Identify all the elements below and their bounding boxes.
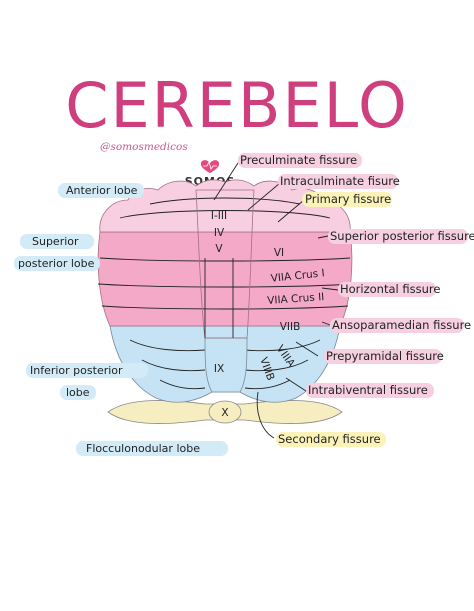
label-preculminate-fissure: Preculminate fissure bbox=[240, 153, 357, 167]
label-superior-posterior-fissure: Superior posterior fissure bbox=[330, 229, 474, 243]
region-x: X bbox=[221, 407, 228, 419]
author-handle: @somosmedicos bbox=[100, 141, 188, 153]
brand-logo bbox=[200, 160, 220, 173]
region-viia-crus1: VIIA Crus I bbox=[270, 267, 325, 285]
region-ix: IX bbox=[214, 363, 224, 375]
region-iv: IV bbox=[214, 227, 225, 239]
label-intraculminate-fissure: Intraculminate fisure bbox=[280, 174, 400, 188]
label-anterior-lobe: Anterior lobe bbox=[66, 184, 138, 197]
region-v: V bbox=[215, 243, 223, 255]
label-intrabiventral-fissure: Intrabiventral fissure bbox=[308, 383, 428, 397]
label-primary-fissure: Primary fissure bbox=[305, 192, 391, 206]
label-inferior-posterior-lobe-line2: lobe bbox=[66, 386, 90, 399]
label-secondary-fissure: Secondary fissure bbox=[278, 432, 381, 446]
label-superior-posterior-lobe-line1: Superior bbox=[32, 235, 79, 248]
label-superior-posterior-lobe-line2: posterior lobe bbox=[18, 257, 95, 270]
page-title: CEREBELO bbox=[65, 69, 409, 142]
region-viib: VIIB bbox=[280, 321, 301, 333]
label-horizontal-fissure: Horizontal fissure bbox=[340, 282, 440, 296]
label-inferior-posterior-lobe-line1: Inferior posterior bbox=[30, 364, 123, 377]
region-vi: VI bbox=[274, 247, 284, 259]
label-ansoparamedian-fissure: Ansoparamedian fissure bbox=[332, 318, 471, 332]
region-i-iii: I-III bbox=[211, 210, 227, 222]
region-viia-crus2: VIIA Crus II bbox=[267, 291, 325, 307]
leader-lines bbox=[213, 162, 339, 439]
label-prepyramidal-fissure: Prepyramidal fissure bbox=[326, 349, 444, 363]
label-flocculonodular-lobe: Flocculonodular lobe bbox=[86, 442, 200, 455]
